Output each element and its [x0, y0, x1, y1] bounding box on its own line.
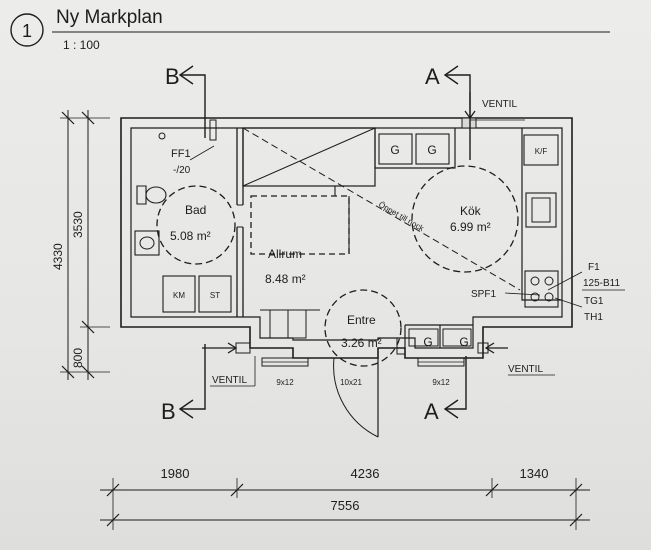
- label-kf: K/F: [535, 147, 548, 156]
- appliance-g2: [415, 133, 450, 165]
- label-st: ST: [210, 291, 220, 300]
- label-g1: G: [390, 143, 399, 157]
- label-g4: G: [459, 335, 468, 349]
- vent-arrows: [202, 92, 555, 387]
- label-ceiling-note: Öppet till nock: [377, 200, 426, 234]
- exterior-walls: [120, 117, 573, 359]
- entry: [261, 289, 465, 438]
- label-door-main: 10x21: [340, 378, 362, 387]
- dim-width-2: 4236: [351, 466, 380, 481]
- label-window-left: 9x12: [276, 378, 294, 387]
- drawing-scale: 1 : 100: [63, 38, 100, 52]
- room-kok-name: Kök: [460, 204, 482, 218]
- dim-upper-height: 3530: [71, 211, 85, 238]
- kitchen-fixtures: [378, 133, 559, 347]
- section-a-top: A: [425, 64, 440, 89]
- label-g2: G: [427, 143, 436, 157]
- label-tg1: TG1: [584, 296, 604, 307]
- room-entre-name: Entre: [347, 313, 376, 327]
- dim-width-1: 1980: [161, 466, 190, 481]
- room-bad-name: Bad: [185, 203, 206, 217]
- section-b-bottom: B: [161, 399, 176, 424]
- dim-total-height: 4330: [51, 243, 65, 270]
- label-ventil-left: VENTIL: [212, 375, 247, 386]
- label-f1-code: 125-B11: [583, 278, 621, 289]
- label-ventil-top: VENTIL: [482, 99, 517, 110]
- room-allrum-area: 8.48 m²: [265, 272, 306, 286]
- section-b-top: B: [165, 64, 180, 89]
- label-f1: F1: [588, 262, 600, 273]
- label-th1: TH1: [584, 312, 603, 323]
- label-ff1: FF1: [171, 148, 191, 160]
- drawing-number: 1: [22, 21, 32, 41]
- label-leaders: [189, 145, 625, 308]
- bathroom-fixtures: [134, 119, 236, 313]
- stove: [524, 270, 559, 308]
- dim-lower-height: 800: [71, 348, 85, 368]
- drawing-title: Ny Markplan: [56, 7, 163, 28]
- label-km: KM: [173, 291, 185, 300]
- dim-total-width: 7556: [331, 498, 360, 513]
- label-ventil-right: VENTIL: [508, 364, 543, 375]
- fridge-freezer: [523, 134, 559, 166]
- room-kok-area: 6.99 m²: [450, 220, 491, 234]
- label-window-right: 9x12: [432, 378, 450, 387]
- kitchen-sink: [525, 192, 557, 228]
- label-spf1: SPF1: [471, 289, 496, 300]
- room-entre-area: 3.26 m²: [341, 336, 382, 350]
- appliance-g1: [378, 133, 413, 165]
- drawing-number-circle: [10, 13, 44, 47]
- dim-width-3: 1340: [520, 466, 549, 481]
- section-markers: [178, 65, 471, 419]
- room-bad-area: 5.08 m²: [170, 229, 211, 243]
- label-ff1-size: -/20: [173, 165, 191, 176]
- vertical-dimensions: [60, 110, 110, 380]
- room-allrum-name: Allrum: [268, 247, 302, 261]
- section-a-bottom: A: [424, 399, 439, 424]
- interior-walls: [236, 127, 562, 355]
- horizontal-dimensions: [100, 478, 590, 530]
- label-g3: G: [423, 335, 432, 349]
